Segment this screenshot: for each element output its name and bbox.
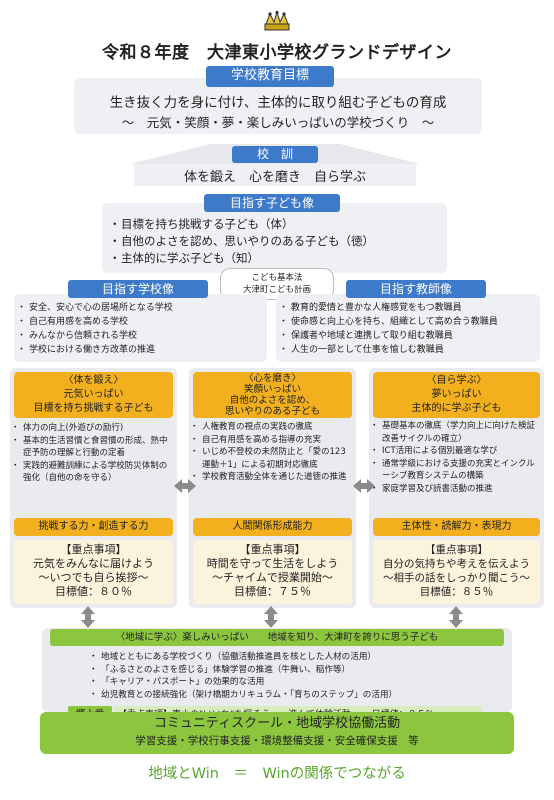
focus-box: 【重点事項】 時間を守って生活をしよう ～チャイムで授業開始～ 目標値：７５％ [193, 540, 352, 604]
community-item: 「ふるさとのよさを感じる」体験学習の推進（牛舞い、稲作等） [89, 664, 512, 677]
column-list: 基礎基本の徹底（学力向上に向けた検証改善サイクルの確立） ICT活用による個別最… [370, 420, 541, 496]
focus-label: 【重点事項】 [239, 543, 306, 556]
column-item: 実践的避難訓練による学校防災体制の強化（自他の命を守る） [11, 460, 174, 485]
double-arrow-icon [174, 479, 196, 493]
plan-note-line1: こども基本法 [251, 273, 303, 283]
focus-line2: ～相手の話をしっかり聞こう～ [383, 572, 530, 584]
community-school-band: コミュニティスクール・地域学校協働活動 学習支援・学校行事支援・環境整備支援・安… [40, 712, 514, 754]
goal-line1: 生き抜く力を身に付け、主体的に取り組む子どもの育成 [109, 95, 447, 111]
teacher-label: 目指す教師像 [346, 280, 486, 298]
teacher-item: 人生の一部として仕事を愉しむ教職員 [279, 343, 538, 357]
ability-label: 挑戦する力・創造する力 [14, 518, 173, 536]
child-list: 目標を持ち挑戦する子ども（体） 自他のよさを認め、思いやりのある子ども（徳） 主… [109, 216, 442, 267]
column-head-1: 〈自ら学ぶ〉 [426, 375, 487, 386]
column-item: 人権教育の視点の実践の徹底 [190, 421, 353, 434]
column-item: 学校教育活動全体を通じた道徳の推進 [190, 471, 353, 484]
community-head: 〈地域に学ぶ〉楽しみいっぱい 地域を知り、大津町を誇りに思う子ども [50, 629, 504, 646]
community-item: 地域とともにある学校づくり（協働活動推進員を核とした人材の活用） [89, 651, 512, 664]
teacher-item: 保護者や地域と連携して取り組む教職員 [279, 329, 538, 343]
column-list: 人権教育の視点の実践の徹底 自己有用感を高める指導の充実 いじめ不登校の未然防止… [190, 421, 353, 484]
column-item: 通常学級における支援の充実とインクルーシブ教育システムの構築 [370, 458, 541, 483]
column-item: いじめ不登校の未然防止と「愛の123運動＋1」による初期対応徹底 [190, 446, 353, 471]
focus-line1: 時間を守って生活をしよう [206, 557, 339, 570]
child-item: 自他のよさを認め、思いやりのある子ども（徳） [109, 233, 442, 250]
column-item: 基礎基本の徹底（学力向上に向けた検証改善サイクルの確立） [370, 420, 541, 445]
column-head-1: 〈心を磨き〉 [243, 373, 301, 384]
column-item: 自己有用感を高める指導の充実 [190, 434, 353, 447]
column-head: 〈自ら学ぶ〉 夢いっぱい 主体的に学ぶ子ども [373, 372, 540, 418]
goal-line2: ～ 元気・笑顔・夢・楽しみいっぱいの学校づくり ～ [121, 115, 435, 130]
column-head-2: 元気いっぱい [63, 389, 124, 400]
focus-target: 目標値：８０％ [55, 585, 132, 598]
column-head-3: 自他のよさを認め、 [229, 395, 316, 406]
teacher-list: 教育的愛情と豊かな人権感覚をもつ教職員 使命感と向上心を持ち、組織として高め合う… [279, 301, 538, 357]
school-label: 目指す学校像 [68, 280, 208, 298]
teacher-item: 使命感と向上心を持ち、組織として高め合う教職員 [279, 315, 538, 329]
focus-line1: 元気をみんなに届けよう [33, 557, 154, 570]
double-arrow-icon [264, 606, 278, 628]
focus-label: 【重点事項】 [60, 543, 127, 556]
band-line2: 学習支援・学校行事支援・環境整備支援・安全確保支援 等 [135, 735, 419, 747]
column-head-3: 目標を持ち挑戦する子ども [33, 403, 154, 414]
band-line1: コミュニティスクール・地域学校協働活動 [153, 716, 401, 731]
child-item: 主体的に学ぶ子ども（知） [109, 250, 442, 267]
focus-line2: ～チャイムで授業開始～ [212, 571, 333, 584]
column-head-2: 笑顔いっぱい [243, 384, 301, 395]
column-list: 体力の向上(外遊びの励行) 基本的生活習慣と食習慣の形成、熱中症予防の理解と行動… [11, 422, 174, 485]
community-item: 幼児教育との接続強化（架け橋期カリキュラム・「育ちのステップ」の活用） [89, 689, 512, 702]
column-item: ICT活用による個別最適な学び [370, 445, 541, 458]
column-item: 基本的生活習慣と食習慣の形成、熱中症予防の理解と行動の定着 [11, 435, 174, 460]
focus-box: 【重点事項】 元気をみんなに届けよう ～いつでも自ら挨拶～ 目標値：８０％ [14, 540, 173, 604]
child-label: 目指す子ども像 [204, 194, 340, 212]
school-item: みんなから信頼される学校 [17, 329, 265, 343]
ability-label: 主体性・読解力・表現力 [373, 518, 540, 536]
focus-label: 【重点事項】 [425, 544, 488, 556]
column-head-2: 夢いっぱい [431, 389, 482, 400]
school-item: 学校における働き方改革の推進 [17, 343, 265, 357]
column-head-3: 主体的に学ぶ子ども [411, 403, 502, 414]
page-title: 令和８年度 大津東小学校グランドデザイン [102, 43, 452, 63]
goal-label: 学校教育目標 [206, 66, 334, 87]
goal-panel [74, 78, 482, 134]
teacher-item: 教育的愛情と豊かな人権感覚をもつ教職員 [279, 301, 538, 315]
double-arrow-icon [449, 606, 463, 628]
column-head-1: 〈体を鍛え〉 [63, 375, 124, 386]
focus-target: 目標値：８５％ [419, 586, 494, 598]
community-list: 地域とともにある学校づくり（協働活動推進員を核とした人材の活用） 「ふるさとのよ… [89, 651, 512, 702]
ability-label: 人間関係形成能力 [193, 518, 352, 536]
column-item: 体力の向上(外遊びの励行) [11, 422, 174, 435]
column-head: 〈心を磨き〉 笑顔いっぱい 自他のよさを認め、 思いやりのある子ども [193, 372, 352, 418]
double-arrow-icon [353, 479, 375, 493]
column-head: 〈体を鍛え〉 元気いっぱい 目標を持ち挑戦する子ども [14, 372, 173, 418]
focus-target: 目標値：７５％ [234, 585, 311, 598]
school-item: 安全、安心で心の居場所となる学校 [17, 301, 265, 315]
community-item: 「キャリア・パスポート」の効果的な活用 [89, 676, 512, 689]
plan-note-line2: 大津町こども計画 [242, 285, 311, 295]
motto-panel [134, 164, 416, 186]
column-head-4: 思いやりのある子ども [224, 406, 320, 417]
column-item: 家庭学習及び読書活動の推進 [370, 483, 541, 496]
double-arrow-icon [81, 606, 95, 628]
focus-line1: 自分の気持ちや考えを伝えよう [383, 558, 530, 570]
school-emblem-icon [264, 10, 290, 32]
motto-text: 体を鍛え 心を磨き 自ら学ぶ [183, 170, 366, 185]
motto-label: 校 訓 [232, 146, 318, 163]
focus-line2: ～いつでも自ら挨拶～ [38, 571, 149, 584]
child-item: 目標を持ち挑戦する子ども（体） [109, 216, 442, 233]
focus-box: 【重点事項】 自分の気持ちや考えを伝えよう ～相手の話をしっかり聞こう～ 目標値… [373, 540, 540, 604]
school-item: 自己有用感を高める学校 [17, 315, 265, 329]
slogan: 地域とWin ＝ Winの関係でつながる [148, 766, 406, 782]
school-list: 安全、安心で心の居場所となる学校 自己有用感を高める学校 みんなから信頼される学… [17, 301, 265, 357]
